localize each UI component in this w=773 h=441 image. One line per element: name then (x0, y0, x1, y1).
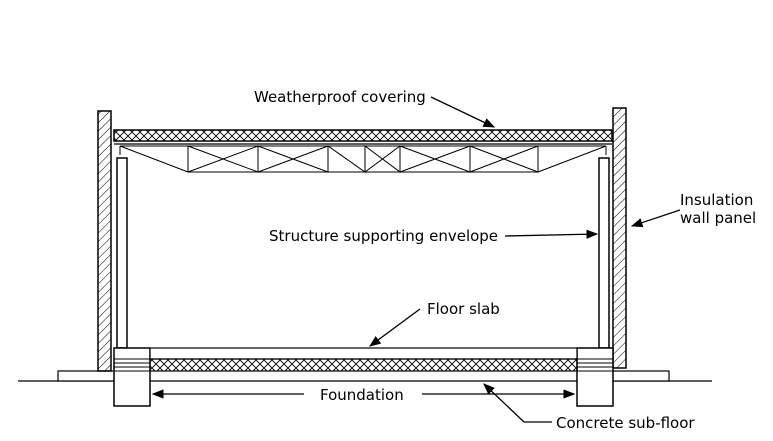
insulation-wall-panel-left (97, 110, 112, 372)
floor-slab (149, 347, 578, 360)
footing-block-right (576, 347, 614, 407)
insulation-wall-panel-right (612, 107, 627, 369)
label-concrete-sub-floor: Concrete sub-floor (556, 414, 695, 432)
concrete-sub-floor (149, 358, 578, 372)
support-column-left (116, 157, 128, 349)
ground-pad-right (610, 370, 670, 382)
label-weatherproof-covering: Weatherproof covering (254, 88, 426, 106)
insulation-leader (630, 209, 681, 228)
floor-slab-leader (369, 308, 421, 347)
weatherproof-covering-leader (430, 96, 496, 128)
label-floor-slab: Floor slab (427, 300, 500, 318)
concrete-subfloor-leader (483, 383, 552, 423)
roof-truss (119, 145, 607, 173)
structure-leader (504, 229, 599, 239)
label-insulation-line2: wall panel (680, 209, 756, 227)
weatherproof-covering-roof (113, 129, 613, 142)
footing-layer-lines (114, 358, 613, 372)
label-foundation: Foundation (320, 386, 404, 404)
footing-block-left (113, 347, 151, 407)
ground-pad-left (57, 370, 116, 382)
label-structure-supporting-envelope: Structure supporting envelope (269, 227, 498, 245)
support-column-right (598, 157, 610, 349)
label-insulation-line1: Insulation (680, 191, 753, 209)
